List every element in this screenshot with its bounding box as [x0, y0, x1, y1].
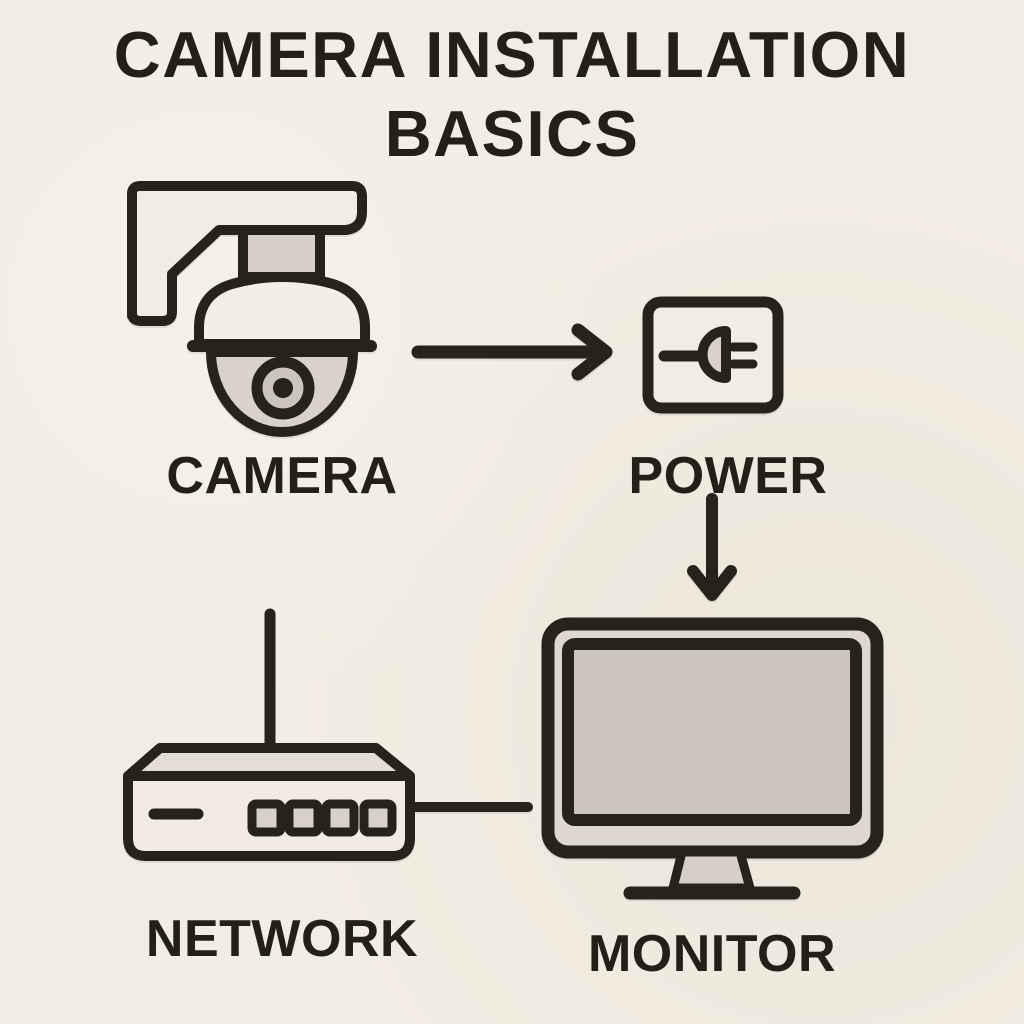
camera-neck — [238, 225, 325, 282]
router-port — [247, 799, 286, 837]
camera-node-label: CAMERA — [166, 447, 398, 505]
security-camera-icon — [127, 181, 377, 437]
page-title-line-2: BASICS — [384, 97, 640, 170]
router-port — [284, 799, 323, 837]
router-icon — [123, 608, 415, 861]
monitor-node-label: MONITOR — [587, 925, 837, 983]
router-port — [321, 799, 359, 837]
arrow-power-to-monitor — [687, 493, 737, 601]
camera-lens-pupil — [273, 378, 293, 398]
monitor-icon — [541, 617, 884, 900]
arrow-head — [571, 323, 613, 381]
plug-body — [697, 326, 731, 383]
router-port — [359, 799, 397, 837]
arrow-head — [687, 565, 737, 601]
power-outlet-plug-icon — [642, 296, 784, 414]
power-node-label: POWER — [628, 447, 828, 505]
page-title-line-1: CAMERA INSTALLATION — [113, 18, 911, 91]
monitor-screen — [562, 638, 862, 826]
camera-dome-top — [194, 272, 370, 349]
network-node-label: NETWORK — [145, 910, 419, 968]
monitor-stand — [668, 847, 755, 893]
camera-wall-bracket — [127, 181, 367, 326]
arrow-camera-to-power — [411, 323, 613, 381]
